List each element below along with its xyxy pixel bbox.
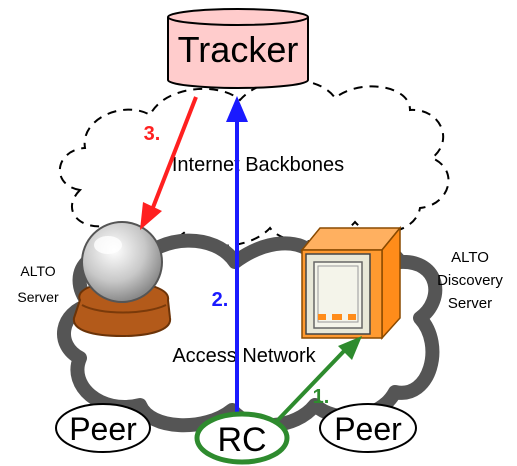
peer-left-label: Peer	[69, 411, 137, 447]
rc-node	[194, 411, 290, 465]
discovery-label-line1: ALTO	[451, 249, 489, 266]
peer-right-node	[319, 403, 417, 453]
alto-server-label-line1: ALTO	[20, 263, 55, 279]
tracker-database-icon	[167, 8, 309, 89]
peer-left-node	[55, 403, 151, 453]
discovery-server-box-icon	[300, 225, 402, 340]
alto-server-globe-icon	[72, 221, 172, 338]
tracker-label: Tracker	[178, 29, 299, 70]
access-network-cloud	[57, 233, 443, 433]
internet-backbones-label: Internet Backbones	[172, 154, 344, 176]
arrow-step-2	[226, 96, 248, 420]
step-2-label: 2.	[212, 289, 229, 311]
peer-right-label: Peer	[334, 411, 402, 447]
discovery-label-line2: Discovery	[437, 272, 503, 289]
step-3-label: 3.	[144, 123, 161, 145]
arrow-step-1	[274, 336, 362, 424]
access-network-label: Access Network	[172, 345, 316, 367]
step-1-label: 1.	[313, 386, 330, 408]
rc-label: RC	[217, 421, 266, 459]
discovery-label-line3: Server	[448, 295, 492, 312]
arrow-step-3	[140, 96, 198, 230]
alto-server-label-line2: Server	[17, 289, 59, 305]
